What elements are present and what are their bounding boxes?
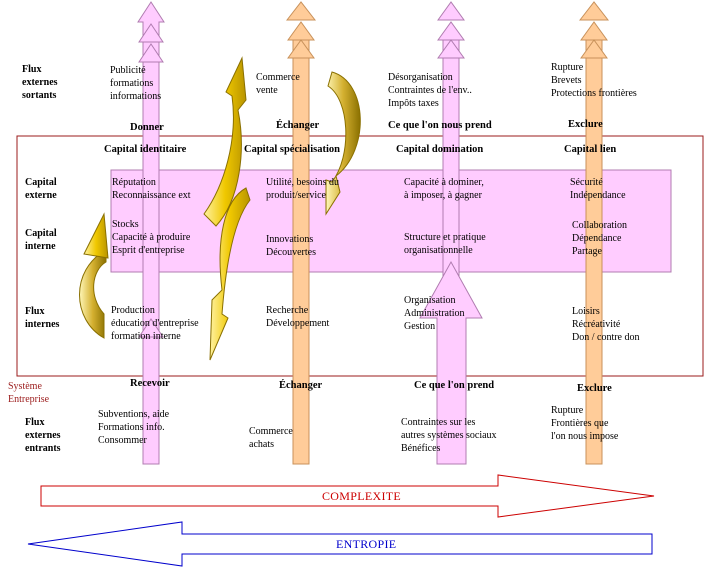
col4-sortants: Rupture Brevets Protections frontières [551, 62, 637, 99]
row-label-flux-entrants: Flux externes entrants [25, 417, 61, 454]
col2-capital-header: Capital spécialisation [244, 144, 340, 155]
column-arrow-identitaire [137, 1, 165, 465]
col4-entrants: Rupture Frontières que l'on nous impose [551, 405, 619, 442]
col1-interne: Stocks Capacité à produire Esprit d'entr… [112, 219, 191, 256]
column-arrow-specialisation [285, 1, 317, 465]
col3-entrants: Contraintes sur les autres systèmes soci… [401, 417, 497, 454]
row-label-capital-externe: Capital externe [25, 177, 57, 201]
row-label-flux-internes: Flux internes [25, 306, 60, 330]
col3-internes: Organisation Administration Gestion [404, 295, 465, 332]
curl-arrow-right [325, 71, 361, 216]
col3-bottom-header: Ce que l'on prend [414, 380, 495, 391]
col4-capital-header: Capital lien [564, 144, 617, 155]
col4-top-header: Exclure [568, 119, 603, 130]
col4-bottom-header: Exclure [577, 383, 612, 394]
col3-interne: Structure et pratique organisationnelle [404, 232, 486, 256]
col4-interne: Collaboration Dépendance Partage [572, 220, 627, 257]
col2-bottom-header: Échanger [279, 380, 323, 391]
column-arrow-lien [578, 1, 610, 465]
entropie-label: ENTROPIE [336, 537, 397, 551]
row-label-capital-interne: Capital interne [25, 228, 57, 252]
col3-externe: Capacité à dominer, à imposer, à gagner [404, 177, 484, 201]
system-label: Système Entreprise [8, 381, 50, 405]
curl-arrow-left [79, 212, 109, 339]
col1-externe: Réputation Reconnaissance ext [112, 177, 191, 201]
col1-internes: Production éducation d'entreprise format… [111, 305, 199, 342]
row-label-flux-sortants: Flux externes sortants [22, 64, 58, 101]
entropie-arrow [27, 521, 653, 567]
col2-entrants: Commerce achats [249, 426, 293, 450]
col1-sortants: Publicité formations informations [110, 65, 162, 102]
col3-sortants: Désorganisation Contraintes de l'env.. I… [388, 72, 472, 109]
complexite-label: COMPLEXITE [322, 489, 401, 503]
col2-interne: Innovations Découvertes [266, 234, 316, 258]
col3-capital-header: Capital domination [396, 144, 484, 155]
capital-band [110, 169, 672, 273]
col2-internes: Recherche Développement [266, 305, 330, 329]
col1-entrants: Subventions, aide Formations info. Conso… [98, 409, 170, 446]
col3-top-header: Ce que l'on nous prend [388, 120, 492, 131]
curl-arrow-center-upper [203, 56, 247, 227]
curl-arrow-center-lower [209, 187, 251, 361]
col2-sortants: Commerce vente [256, 72, 300, 96]
complexite-arrow [40, 474, 655, 518]
col2-top-header: Échanger [276, 120, 320, 131]
col4-internes: Loisirs Récréativité Don / contre don [572, 306, 640, 343]
col2-externe: Utilité, besoins du produit/service [266, 177, 340, 201]
column-arrow-domination [419, 1, 483, 465]
col1-bottom-header: Recevoir [130, 378, 170, 389]
col1-top-header: Donner [130, 122, 164, 133]
system-boundary [16, 135, 704, 377]
col1-capital-header: Capital identitaire [104, 144, 187, 155]
col4-externe: Sécurité Indépendance [570, 177, 626, 201]
